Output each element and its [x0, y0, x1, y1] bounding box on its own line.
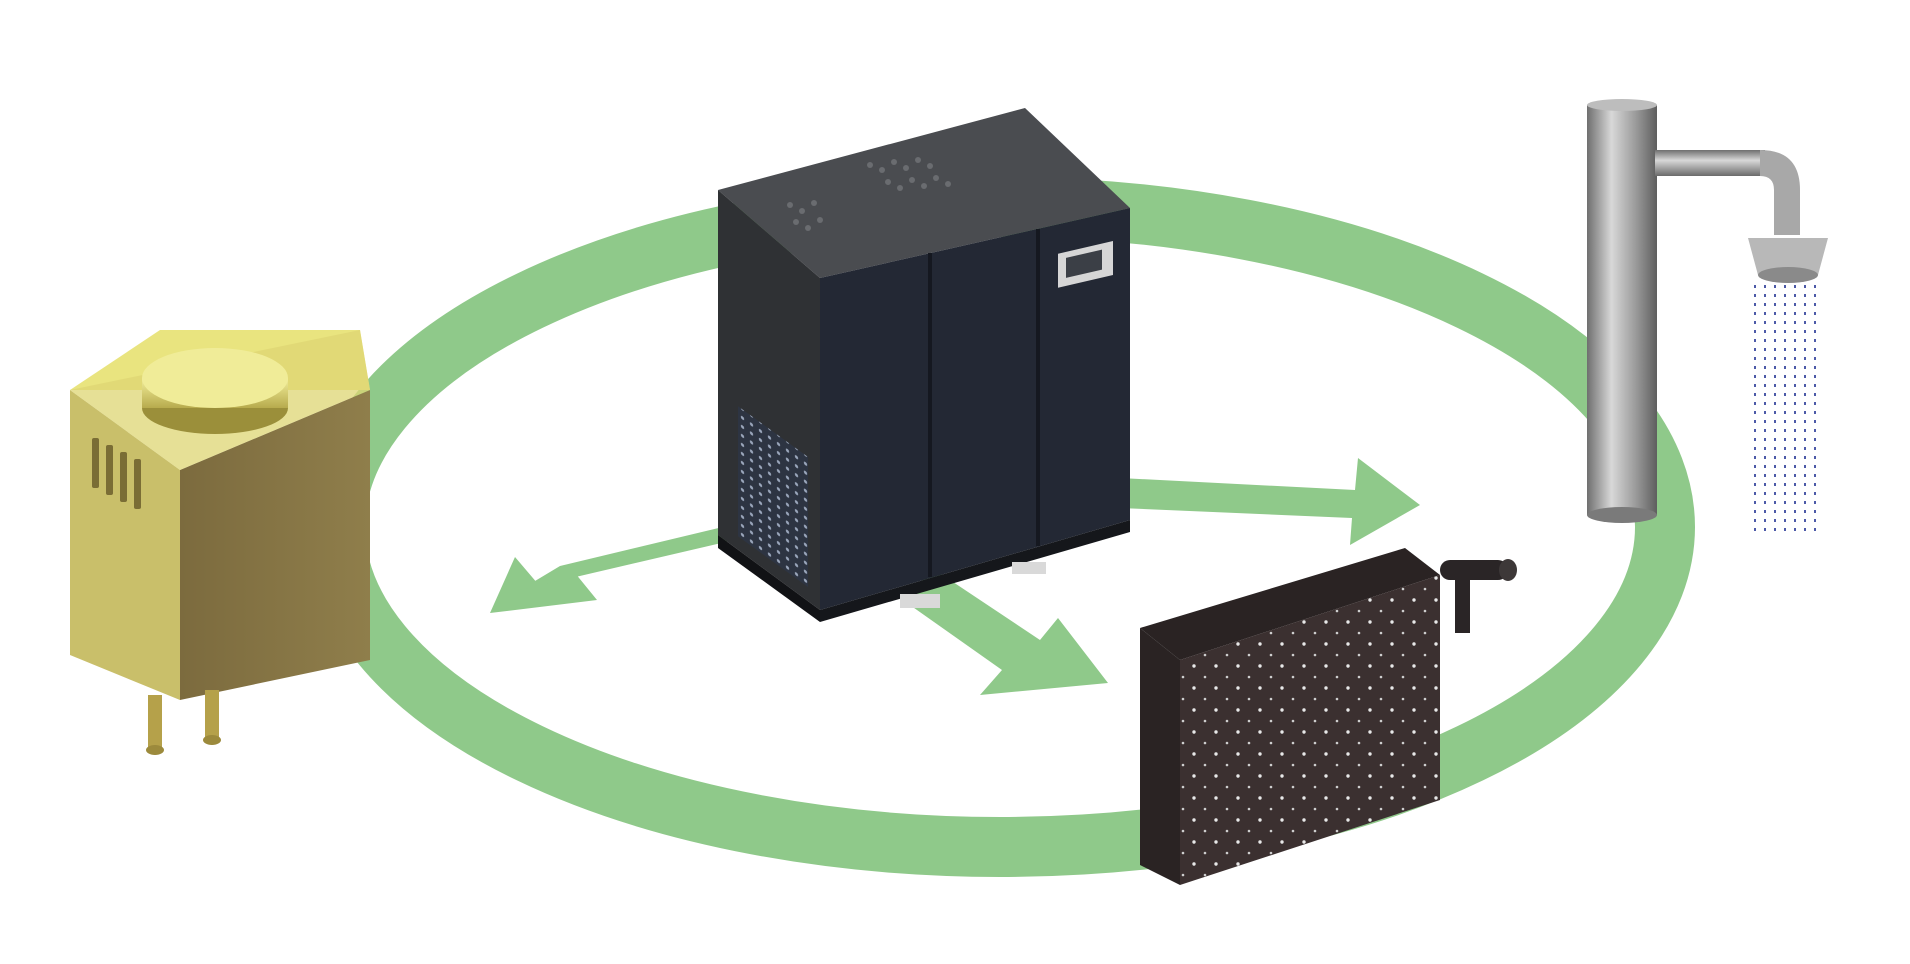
arrow-to-shower: [1120, 458, 1420, 545]
arrow-to-radiator: [900, 570, 1108, 695]
water-heater-icon: [70, 330, 370, 755]
air-compressor-icon: [718, 108, 1130, 622]
water-spray: [1754, 285, 1816, 535]
shower-icon: [1587, 99, 1828, 535]
radiator-icon: [1140, 548, 1517, 885]
heater-vents: [92, 438, 141, 509]
arrow-to-heater: [490, 520, 770, 613]
compressor-top-vents: [787, 157, 951, 231]
